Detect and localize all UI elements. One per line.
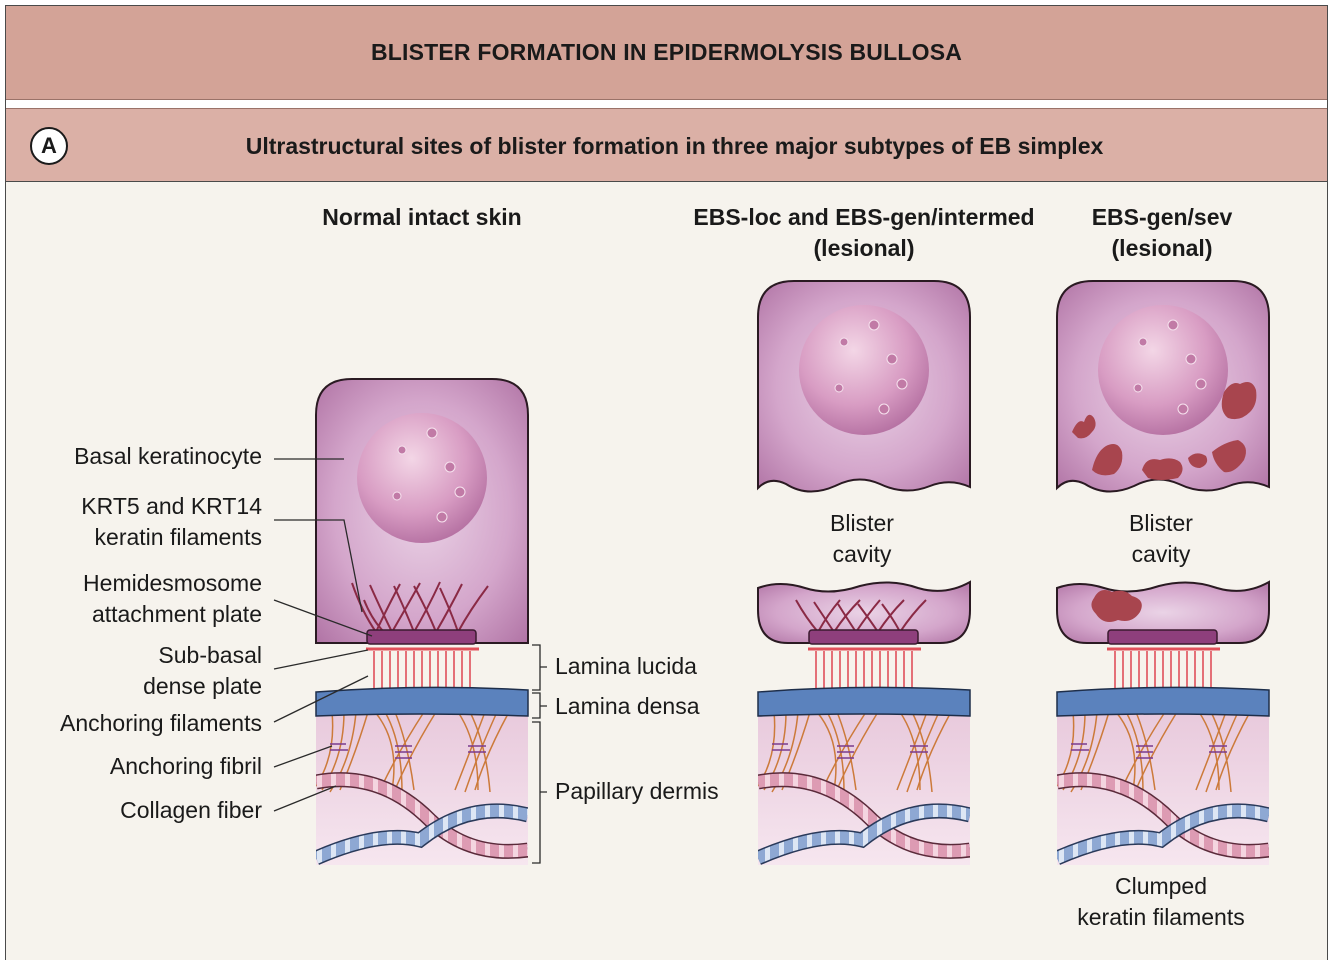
normal-nucleoli (392, 427, 466, 523)
label-clumped-keratin: Clumped keratin filaments (1077, 873, 1245, 930)
normal-nucleus (357, 413, 487, 543)
sev-clumped-keratin-upper (1072, 382, 1257, 480)
label-lamina-densa: Lamina densa (555, 693, 700, 719)
loc-anchoring-filaments (815, 651, 913, 690)
normal-anchoring-filaments (373, 651, 471, 690)
label-hemidesmosome: Hemidesmosome attachment plate (83, 570, 262, 627)
loc-hemidesmosome-plate (808, 629, 919, 645)
label-sev-blister-cavity: Blister cavity (1129, 510, 1193, 567)
col-title-sev-line1: EBS-gen/sev (1091, 204, 1233, 230)
col-title-loc-line1: EBS-loc and EBS-gen/intermed (693, 204, 1035, 230)
bracket-lamina-lucida (532, 644, 547, 691)
normal-lamina-densa (315, 686, 529, 717)
label-anchoring-filaments: Anchoring filaments (60, 710, 262, 736)
normal-fibril-crosslinks (330, 743, 486, 759)
panel-badge: A (30, 127, 68, 165)
title-gap (6, 100, 1327, 108)
ebs-sev-diagram (1056, 280, 1270, 865)
normal-collagen-fibers (316, 772, 528, 865)
label-papillary-dermis: Papillary dermis (555, 778, 719, 804)
bracket-papillary-dermis (532, 721, 547, 864)
col-title-sev: EBS-gen/sev (lesional) (1072, 202, 1252, 264)
leader-keratin (274, 519, 363, 613)
label-collagen-fiber: Collagen fiber (120, 797, 262, 823)
loc-nucleoli (834, 319, 908, 415)
leader-anchoring-filaments (273, 675, 369, 723)
col-title-loc: EBS-loc and EBS-gen/intermed (lesional) (664, 202, 1064, 264)
sev-hemidesmosome-plate (1107, 629, 1218, 645)
sev-collagen-fibers (1057, 772, 1269, 865)
panel-header: A Ultrastructural sites of blister forma… (6, 108, 1327, 182)
label-loc-blister-cavity: Blister cavity (830, 510, 894, 567)
bracket-lamina-densa (532, 692, 547, 719)
loc-fibril-crosslinks (772, 743, 928, 759)
col-title-sev-line2: (lesional) (1111, 235, 1213, 261)
normal-hemidesmosome-plate (366, 629, 477, 645)
ebs-loc-diagram (757, 280, 971, 865)
right-brackets (532, 644, 547, 864)
label-keratin-filaments: KRT5 and KRT14 keratin filaments (81, 493, 262, 550)
label-anchoring-fibril: Anchoring fibril (109, 753, 262, 779)
sev-anchoring-filaments (1114, 651, 1212, 690)
sev-nucleus (1098, 305, 1228, 435)
loc-nucleus (799, 305, 929, 435)
leader-anchoring-fibril (273, 745, 333, 768)
sev-lamina-densa (1056, 686, 1270, 717)
col-title-normal: Normal intact skin (322, 204, 522, 230)
normal-skin-diagram (315, 378, 529, 865)
col-title-loc-line2: (lesional) (813, 235, 915, 261)
sev-nucleoli (1133, 319, 1207, 415)
loc-collagen-fibers (758, 772, 970, 865)
title-bar: BLISTER FORMATION IN EPIDERMOLYSIS BULLO… (6, 6, 1327, 100)
sev-fibril-crosslinks (1071, 743, 1227, 759)
left-leader-lines (273, 458, 373, 812)
figure-title: BLISTER FORMATION IN EPIDERMOLYSIS BULLO… (370, 39, 963, 65)
leader-collagen-fiber (273, 785, 337, 812)
leader-subbasal (273, 649, 369, 670)
panel-subtitle: Ultrastructural sites of blister formati… (245, 132, 1104, 159)
loc-lamina-densa (757, 686, 971, 717)
leader-hemidesmosome (273, 599, 373, 637)
label-lamina-lucida: Lamina lucida (555, 653, 697, 679)
sev-clumped-keratin-lower (1091, 590, 1142, 622)
label-basal-keratinocyte: Basal keratinocyte (74, 443, 262, 469)
label-subbasal-plate: Sub-basal dense plate (143, 642, 262, 699)
